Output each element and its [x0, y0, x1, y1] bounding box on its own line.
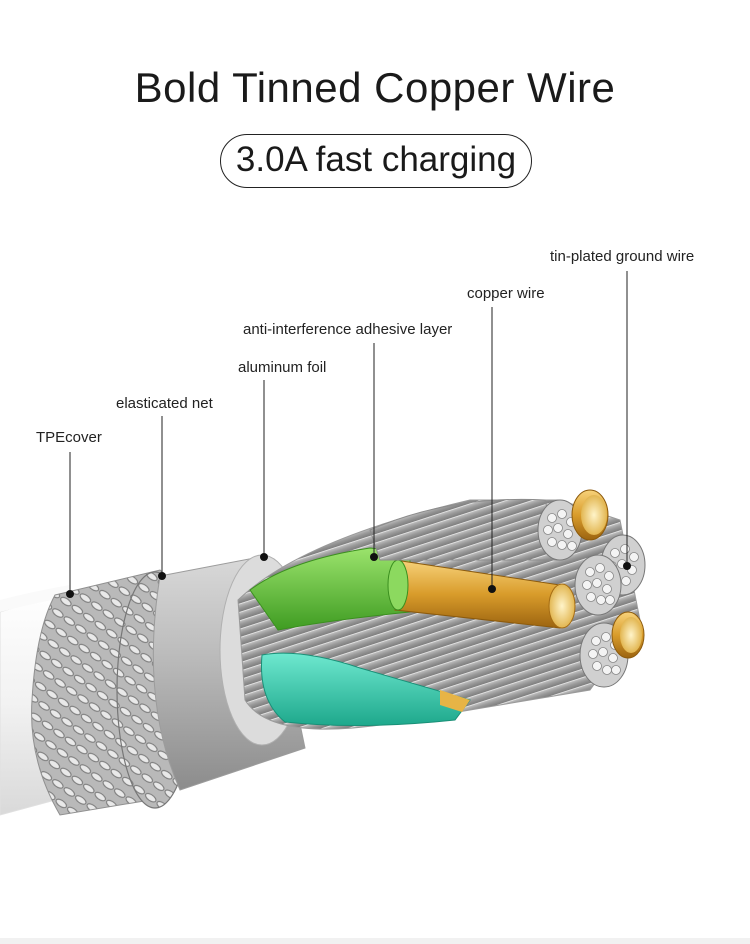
- upper-stranded-conductor: [369, 498, 561, 561]
- leader-lines: [69, 271, 628, 593]
- label-adhesive-layer: anti-interference adhesive layer: [243, 321, 453, 338]
- label-copper-wire: copper wire: [467, 285, 545, 302]
- label-elasticated-net: elasticated net: [116, 395, 213, 412]
- middle-strand-tips: [582, 563, 615, 605]
- page-title: Bold Tinned Copper Wire: [134, 64, 616, 111]
- fast-charging-badge: 3.0A fast charging: [220, 134, 532, 188]
- bottom-divider: [0, 938, 750, 944]
- label-ground-wire: tin-plated ground wire: [550, 248, 695, 265]
- teal-insulated-wire: [260, 652, 471, 727]
- leader-dots: [66, 553, 631, 598]
- label-tpe-cover: TPEcover: [36, 429, 102, 446]
- label-aluminum-foil: aluminum foil: [238, 359, 327, 376]
